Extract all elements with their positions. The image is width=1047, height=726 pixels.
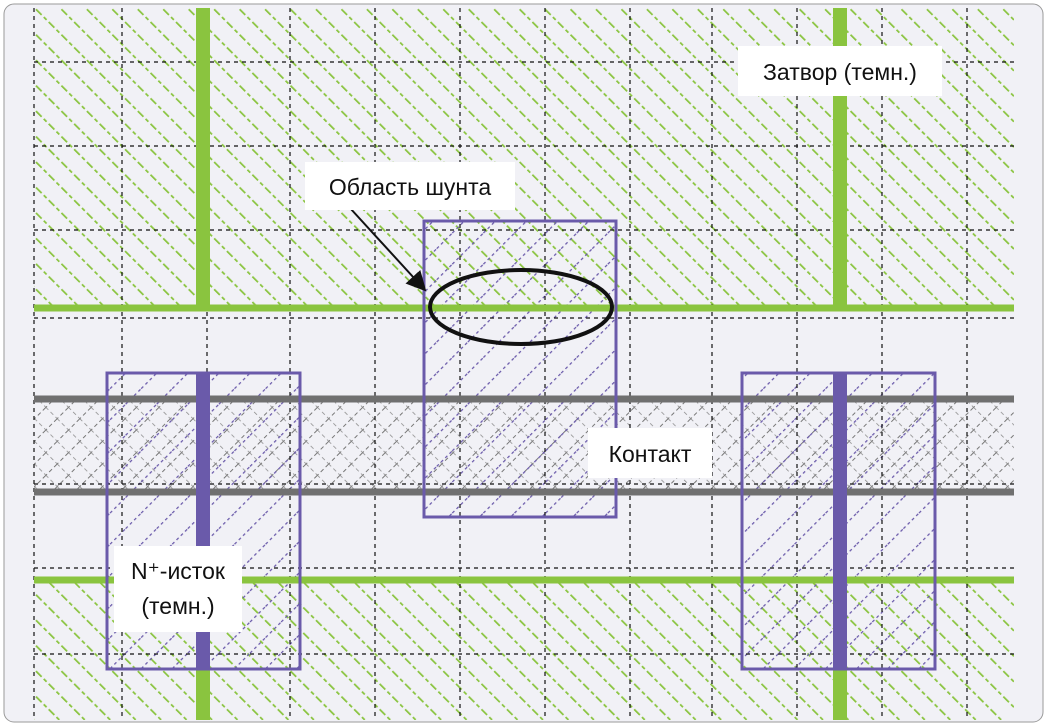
contact-outline-left xyxy=(105,371,302,671)
label-gate-box xyxy=(738,46,942,96)
label-shunt-box xyxy=(305,162,515,210)
contact-outline-center xyxy=(422,219,618,519)
label-gate-text: Затвор (темн.) xyxy=(763,59,917,85)
shunt-arrow xyxy=(349,207,427,292)
contact-outlines xyxy=(105,219,937,671)
label-source-box xyxy=(114,546,242,632)
label-contact-text: Контакт xyxy=(609,441,692,467)
shunt-ellipse xyxy=(428,268,614,346)
label-source-text-line2: (темн.) xyxy=(141,593,214,619)
label-shunt-text: Область шунта xyxy=(329,174,492,200)
label-source: N⁺-исток (темн.) xyxy=(114,546,242,632)
label-contact: Контакт xyxy=(588,428,712,478)
contact-outline-right xyxy=(740,371,937,671)
dashed-grid xyxy=(33,8,1014,720)
label-shunt: Область шунта xyxy=(305,162,515,210)
label-source-text-line1: N⁺-исток xyxy=(131,558,226,584)
label-gate: Затвор (темн.) xyxy=(738,46,942,96)
contact-box-center xyxy=(424,221,616,517)
label-contact-box xyxy=(588,428,712,478)
source-strip-right xyxy=(833,373,847,669)
